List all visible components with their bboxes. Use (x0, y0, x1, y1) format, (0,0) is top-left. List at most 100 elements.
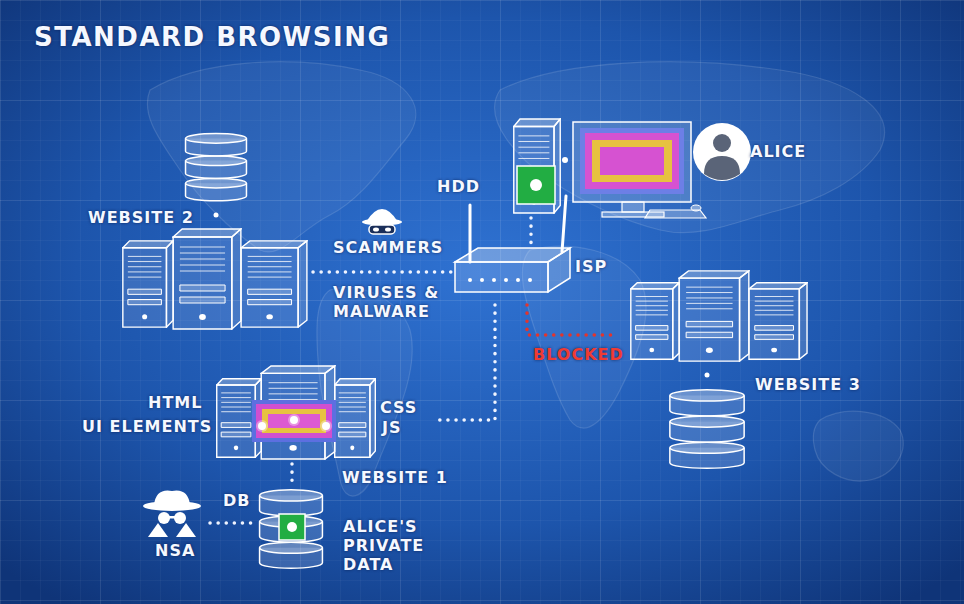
website-two-database-part (186, 134, 247, 201)
spy-icon-part (148, 523, 168, 537)
hacker-icon-part (369, 225, 395, 234)
website-one-servers-part (256, 404, 332, 438)
user-avatar-icon (693, 123, 751, 181)
threat-label: VIRUSES & MALWARE (333, 283, 445, 321)
hacker-icon-part (373, 228, 379, 232)
hacker-icon (362, 209, 402, 234)
website-one-servers-part (320, 420, 332, 432)
layer-label: JS (382, 418, 401, 437)
website-three-servers-part (749, 283, 807, 359)
website-two-database-part (214, 213, 219, 218)
dotted-connector (313, 270, 453, 274)
pc-tower (514, 119, 568, 213)
dotted-connector (210, 521, 255, 525)
world-map (147, 62, 903, 496)
website-two-servers-part (173, 229, 241, 329)
user-avatar-icon-part (713, 134, 731, 152)
router-icon-part (468, 278, 472, 282)
website-one-servers-part (288, 414, 300, 426)
db-label: DB (223, 491, 250, 510)
hacker-icon-part (385, 228, 391, 232)
page-title: STANDARD BROWSING (34, 22, 390, 52)
server-group: WEBSITE 2 (85, 128, 313, 333)
user-name: ALICE (750, 142, 806, 161)
website-one-servers (217, 366, 376, 459)
website-one-servers-part (262, 409, 326, 433)
spy-icon-part (169, 516, 175, 519)
server-group: HTMLUI ELEMENTSCSSJSWEBSITE 1 (80, 360, 435, 464)
router-icon-part (528, 278, 532, 282)
router-icon-part (504, 278, 508, 282)
monitor-part (600, 147, 664, 175)
router-icon (455, 196, 570, 292)
website-two-servers-part (241, 241, 307, 327)
spy-icon-part (174, 512, 186, 524)
layer-label: UI ELEMENTS (82, 417, 212, 436)
world-map-part (813, 411, 903, 481)
monitor-part (691, 205, 701, 211)
data-label: ALICE'S PRIVATE DATA (343, 517, 438, 574)
database: DBALICE'S PRIVATE DATA (255, 487, 442, 577)
router: ISP (453, 245, 613, 305)
pc-tower-part (517, 166, 555, 204)
dotted-connector (527, 305, 615, 335)
dotted-connector (290, 464, 294, 487)
database-icon (260, 490, 323, 568)
monitor-part (573, 122, 691, 202)
website-one-servers-part (252, 400, 336, 442)
website-one-servers-part (268, 414, 320, 428)
website-three-servers-part (670, 390, 744, 468)
monitor-part (622, 202, 644, 212)
website-one-servers-part (322, 422, 330, 430)
user-avatar-icon-part (693, 123, 751, 181)
monitor-part (585, 133, 679, 189)
router-icon-part (455, 262, 548, 292)
database-icon-part (260, 490, 323, 568)
router-icon-part (492, 278, 496, 282)
layer-label: HTML (148, 393, 202, 412)
website-three-servers-part (679, 271, 749, 361)
router-icon-part (516, 278, 520, 282)
user-avatar-icon-part (704, 156, 740, 180)
monitor-part (580, 128, 684, 194)
edge-label: BLOCKED (533, 345, 624, 364)
spy-icon-part (176, 523, 196, 537)
website-two-servers-part (123, 241, 173, 327)
monitor-part (592, 140, 672, 182)
website-two-servers (123, 229, 307, 329)
website-three-servers (631, 271, 807, 468)
spy-icon-part (143, 501, 201, 511)
user-avatar: ALICE (690, 118, 815, 184)
router-icon-part (548, 248, 570, 292)
database-icon-part (279, 514, 305, 540)
pc-tower-part (530, 179, 542, 191)
website-one-servers-part (256, 420, 268, 432)
server-label: WEBSITE 2 (88, 208, 194, 227)
spy-icon-part (158, 512, 170, 524)
computer: HDD (432, 115, 697, 218)
website-three-servers-part (631, 283, 679, 359)
pc-tower-part (514, 119, 560, 213)
website-one-servers-part (290, 416, 298, 424)
server-label: WEBSITE 1 (342, 468, 448, 487)
dotted-connector (529, 218, 533, 245)
server-label: WEBSITE 3 (755, 375, 861, 394)
database-icon-part (287, 522, 297, 532)
router-label: ISP (575, 257, 607, 276)
dotted-connector (435, 305, 495, 420)
spy-icon (143, 491, 201, 537)
pc-tower-part (562, 157, 568, 163)
world-map-part (495, 62, 885, 233)
agent-label: NSA (155, 541, 195, 560)
router-icon-part (562, 196, 566, 252)
server-group: WEBSITE 3 (615, 265, 867, 475)
monitor (573, 122, 706, 218)
website-two-database (186, 134, 247, 218)
website-three-servers-part (705, 373, 710, 378)
